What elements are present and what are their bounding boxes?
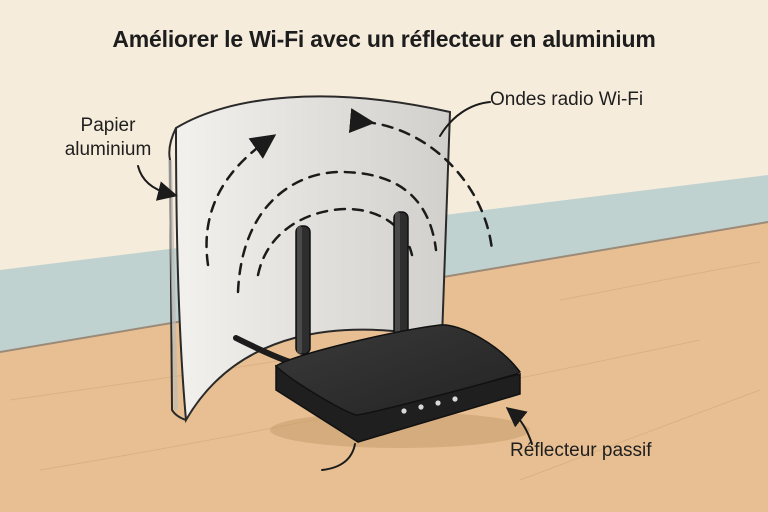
arrow-icon	[137, 101, 533, 471]
label-wifi-waves: Ondes radio Wi-Fi	[490, 89, 644, 110]
antenna-icon	[295, 211, 409, 355]
arrow-waves	[439, 101, 491, 137]
arrow-foil	[137, 165, 178, 201]
router-cable	[233, 335, 293, 365]
arrow-reflector	[505, 406, 533, 445]
label-foil-line2: aluminium	[64, 139, 152, 160]
wave-outer-right	[348, 108, 494, 252]
led-icon	[401, 396, 458, 414]
arrow-reflector-base	[321, 443, 356, 471]
label-passive-reflector: Réflecteur passif	[510, 440, 652, 461]
wave-outer-left	[205, 134, 277, 267]
label-aluminium-foil: Papier aluminium	[48, 114, 168, 162]
page-title: Améliorer le Wi-Fi avec un réflecteur en…	[112, 26, 656, 52]
label-foil-line1: Papier	[80, 115, 136, 136]
router-icon	[274, 324, 521, 443]
